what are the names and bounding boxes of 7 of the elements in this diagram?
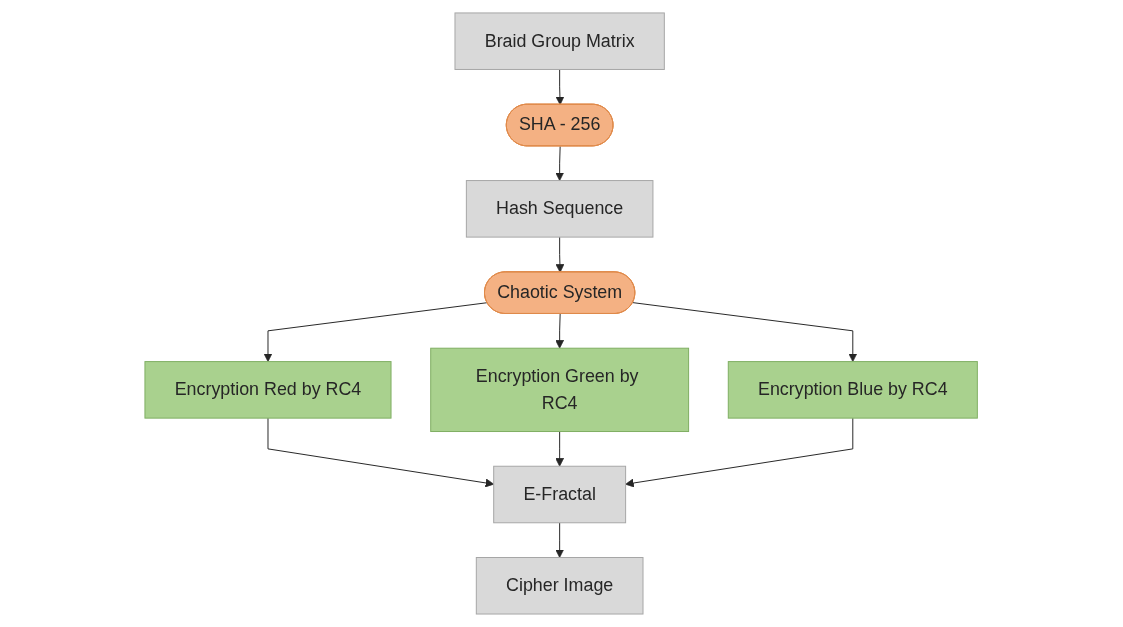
- node-box: Encryption Green by RC4: [430, 347, 690, 433]
- node-box: Cipher Image: [476, 557, 644, 615]
- node-box: E-Fractal: [493, 465, 627, 524]
- node-box: Hash Sequence: [466, 180, 654, 238]
- node-box: Encryption Blue by RC4: [728, 361, 979, 419]
- node-box: Encryption Red by RC4: [144, 361, 392, 419]
- node-box: Braid Group Matrix: [454, 12, 666, 70]
